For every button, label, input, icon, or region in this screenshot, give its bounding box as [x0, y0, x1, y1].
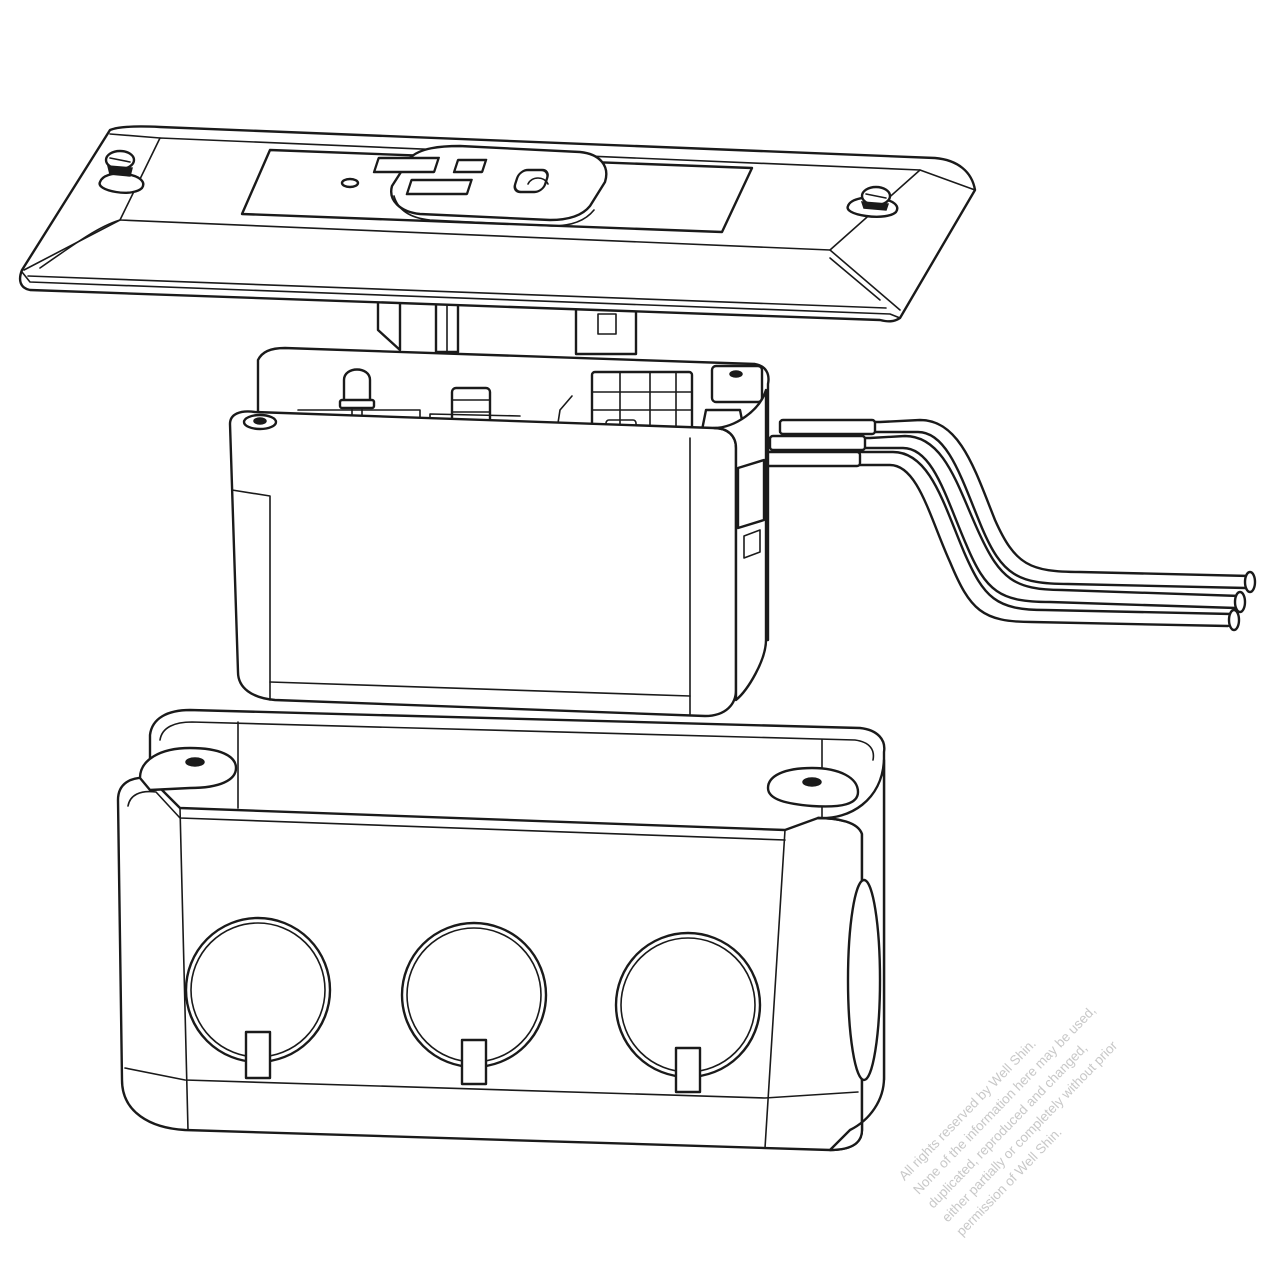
knockout — [614, 931, 762, 1094]
mounting-ear-left — [138, 746, 238, 792]
slot-top-right — [452, 158, 488, 174]
slot-top-left — [372, 156, 440, 174]
gfci-module-front — [228, 410, 738, 718]
slot-bottom-left — [405, 178, 473, 196]
outlet-box — [116, 708, 886, 1152]
knockout — [400, 921, 548, 1086]
mounting-ear-right — [766, 766, 860, 808]
plate-screw-left — [98, 149, 145, 194]
side-knockout — [846, 878, 882, 1082]
wire-lead — [768, 434, 1247, 614]
gfci-module — [228, 346, 770, 718]
wire-leads — [758, 418, 1257, 632]
plate-screw-right — [846, 185, 899, 218]
wire-lead — [778, 418, 1257, 594]
knockout — [184, 916, 332, 1080]
wire-lead — [758, 450, 1241, 632]
terminal-block — [555, 370, 694, 440]
receptacle-face — [372, 144, 608, 227]
cover-plate — [18, 125, 977, 323]
copyright-watermark: All rights reserved by Well Shin. None o… — [896, 1003, 1121, 1239]
indicator-led — [338, 368, 376, 429]
connector-tabs — [376, 288, 638, 356]
